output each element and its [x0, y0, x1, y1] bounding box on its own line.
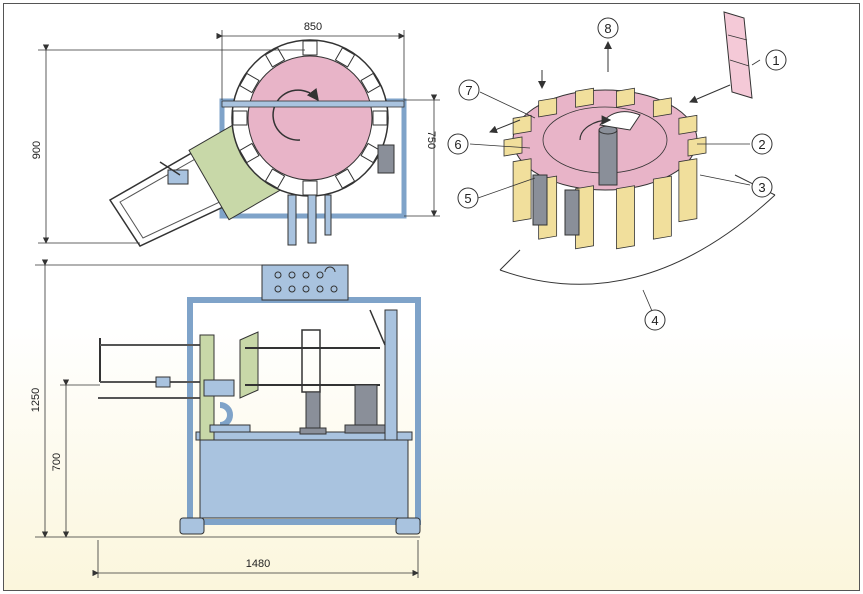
top-view: 850 900 750 — [31, 21, 440, 247]
iso-bottle-center — [598, 129, 618, 186]
iso-carton — [652, 97, 672, 118]
top-pocket — [302, 40, 318, 56]
callout-6: 6 — [454, 137, 461, 152]
dim-side-width: 1480 — [246, 558, 270, 570]
top-pocket — [264, 47, 286, 68]
top-turntable — [247, 55, 373, 181]
top-pocket — [232, 110, 248, 126]
iso-bottle-left — [532, 174, 548, 226]
callout-8: 8 — [604, 21, 611, 36]
iso-carton — [687, 136, 707, 157]
iso-carton — [652, 175, 672, 240]
dim-top-inner-height: 750 — [425, 131, 437, 149]
callout-1: 1 — [772, 53, 779, 68]
control-buttons — [274, 266, 338, 293]
iso-bottle-mid — [564, 189, 580, 236]
top-pocket — [302, 180, 318, 196]
top-pocket — [360, 72, 381, 94]
carton-blank — [723, 11, 753, 99]
iso-carton — [512, 158, 532, 223]
top-pocket — [334, 47, 356, 68]
iso-carton — [538, 97, 558, 118]
callouts: 1 2 3 4 5 6 7 8 — [447, 17, 787, 331]
callout-4: 4 — [651, 313, 658, 328]
isometric-view: 1 2 3 4 5 6 7 8 — [447, 11, 787, 331]
wheel-right — [395, 517, 421, 535]
callout-7: 7 — [465, 83, 472, 98]
dim-side-table-height: 700 — [51, 453, 63, 471]
iso-carton — [575, 87, 594, 108]
callout-3: 3 — [758, 180, 765, 195]
dim-top-height: 900 — [31, 141, 43, 159]
top-pocket — [239, 72, 260, 94]
iso-carton — [678, 114, 698, 135]
top-pocket — [334, 168, 356, 189]
dim-top-width: 850 — [304, 21, 322, 33]
iso-carton — [616, 185, 635, 250]
iso-carton — [678, 158, 698, 223]
wheel-left — [179, 517, 205, 535]
callout-2: 2 — [758, 137, 765, 152]
top-pocket — [264, 168, 286, 189]
side-turret — [245, 309, 398, 441]
dim-side-total-height: 1250 — [30, 388, 42, 412]
top-pocket — [372, 110, 388, 126]
top-pocket — [360, 142, 381, 164]
callout-5: 5 — [464, 191, 471, 206]
iso-carton — [616, 87, 635, 108]
top-pockets — [232, 40, 388, 196]
top-pocket — [239, 142, 260, 164]
control-panel — [261, 264, 349, 301]
side-cabinet — [199, 439, 409, 519]
side-view: 1250 700 1480 — [30, 259, 421, 578]
iso-carton — [512, 114, 532, 135]
side-feeder — [98, 331, 259, 441]
